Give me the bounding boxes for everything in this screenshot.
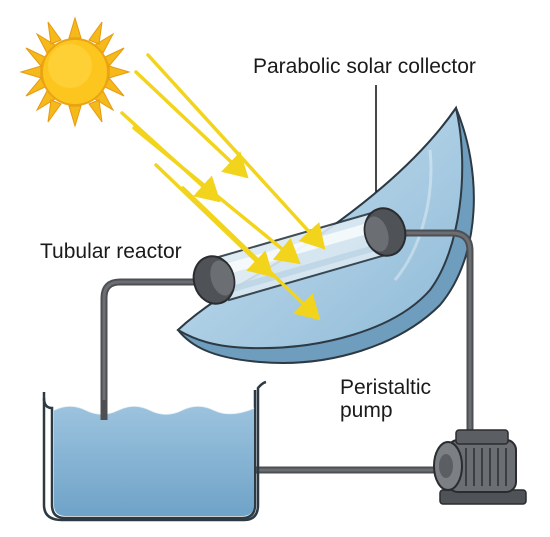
pump-label-line1: Peristaltic <box>340 376 432 399</box>
reactor-right-cap <box>363 207 407 257</box>
beaker <box>42 380 267 522</box>
sun-icon <box>19 16 131 128</box>
pump-label-line2: pump <box>340 399 393 423</box>
peristaltic-pump <box>433 429 527 505</box>
collector-label: Parabolic solar collector <box>253 55 476 78</box>
pump-label: Peristaltic pump <box>340 376 431 422</box>
solar-ray-arrows <box>120 53 326 321</box>
reactor-left-cap <box>192 255 236 305</box>
reactor-label: Tubular reactor <box>40 240 182 263</box>
